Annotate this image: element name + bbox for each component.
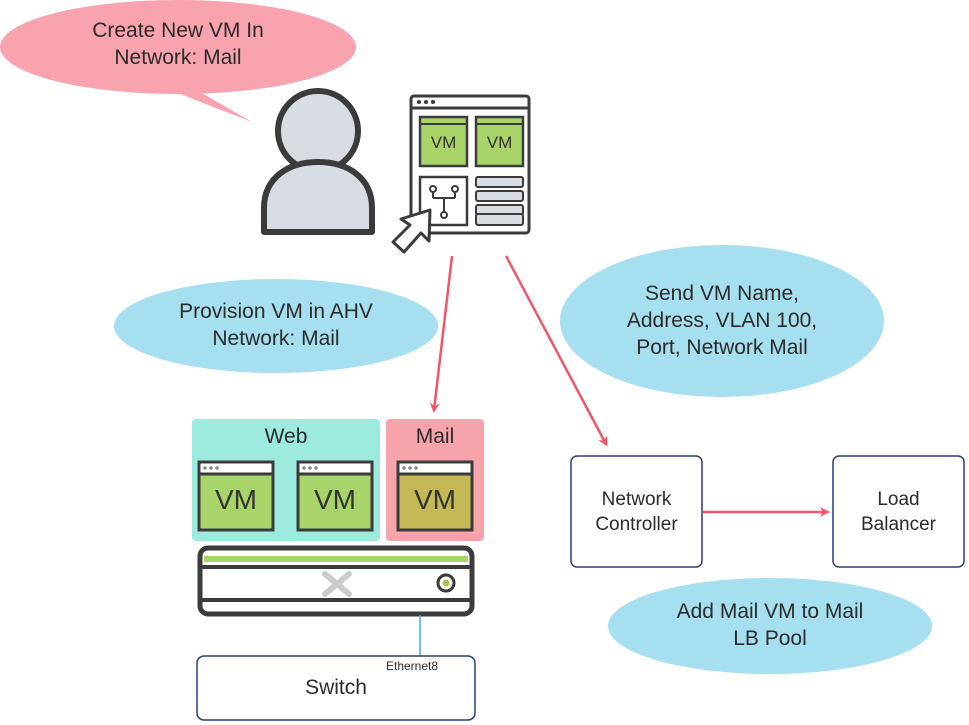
web-vm-2 [296, 460, 374, 532]
arrow-ui-to-mail [429, 255, 454, 413]
switch-port-label: Ethernet8 [386, 659, 439, 673]
bubble-create-text: Create New VM In Network: Mail [40, 17, 316, 71]
speech-bubble-create [0, 0, 356, 122]
bubble-add-mail [608, 578, 932, 674]
web-vm-2-label: VM [314, 484, 356, 515]
mail-vm [396, 460, 474, 532]
bubble-add-line-1: Add Mail VM to Mail [676, 600, 864, 623]
load-balancer-line-1: Load [877, 488, 920, 510]
network-controller-box [570, 455, 703, 568]
bubble-add-line-2: LB Pool [733, 627, 807, 650]
ui-vm-label-2: VM [486, 133, 513, 152]
storage-stack-icon [475, 176, 524, 226]
switch-label: Switch [305, 676, 367, 699]
web-vm-1 [197, 460, 275, 532]
bubble-send [560, 245, 884, 397]
bubble-send-line-2: Address, VLAN 100, [626, 309, 818, 332]
load-balancer-line-2: Balancer [861, 513, 936, 535]
bubble-provision-line-1: Provision VM in AHV [179, 300, 373, 323]
web-vm-1-label: VM [215, 484, 257, 515]
web-group-label: Web [264, 425, 308, 448]
network-topology-icon [429, 185, 459, 219]
server-appliance [197, 545, 475, 617]
load-balancer-box [832, 455, 965, 568]
mouse-cursor-icon [391, 208, 432, 254]
bubble-create-line-1: Create New VM In [92, 19, 264, 42]
bubble-send-line-3: Port, Network Mail [636, 336, 808, 359]
bubble-provision [114, 279, 438, 373]
user-icon [261, 88, 375, 235]
network-controller-line-2: Controller [595, 513, 678, 535]
bubble-send-text: Send VM Name, Address, VLAN 100, Port, N… [562, 280, 882, 361]
bubble-create-line-2: Network: Mail [114, 46, 242, 69]
network-controller-line-1: Network [601, 488, 672, 510]
nutanix-x-logo [322, 571, 352, 597]
ui-vm-label-1: VM [430, 133, 457, 152]
load-balancer-label: Load Balancer [833, 456, 964, 567]
switch-box [196, 655, 476, 721]
arrow-ui-to-controller [504, 255, 608, 447]
bubble-add-text: Add Mail VM to Mail LB Pool [610, 598, 930, 652]
mail-vm-label: VM [414, 484, 456, 515]
bubble-provision-line-2: Network: Mail [212, 327, 340, 350]
network-controller-label: Network Controller [571, 456, 702, 567]
bubble-send-line-1: Send VM Name, [644, 282, 800, 305]
bubble-provision-text: Provision VM in AHV Network: Mail [116, 298, 436, 352]
mail-group-label: Mail [415, 425, 455, 448]
